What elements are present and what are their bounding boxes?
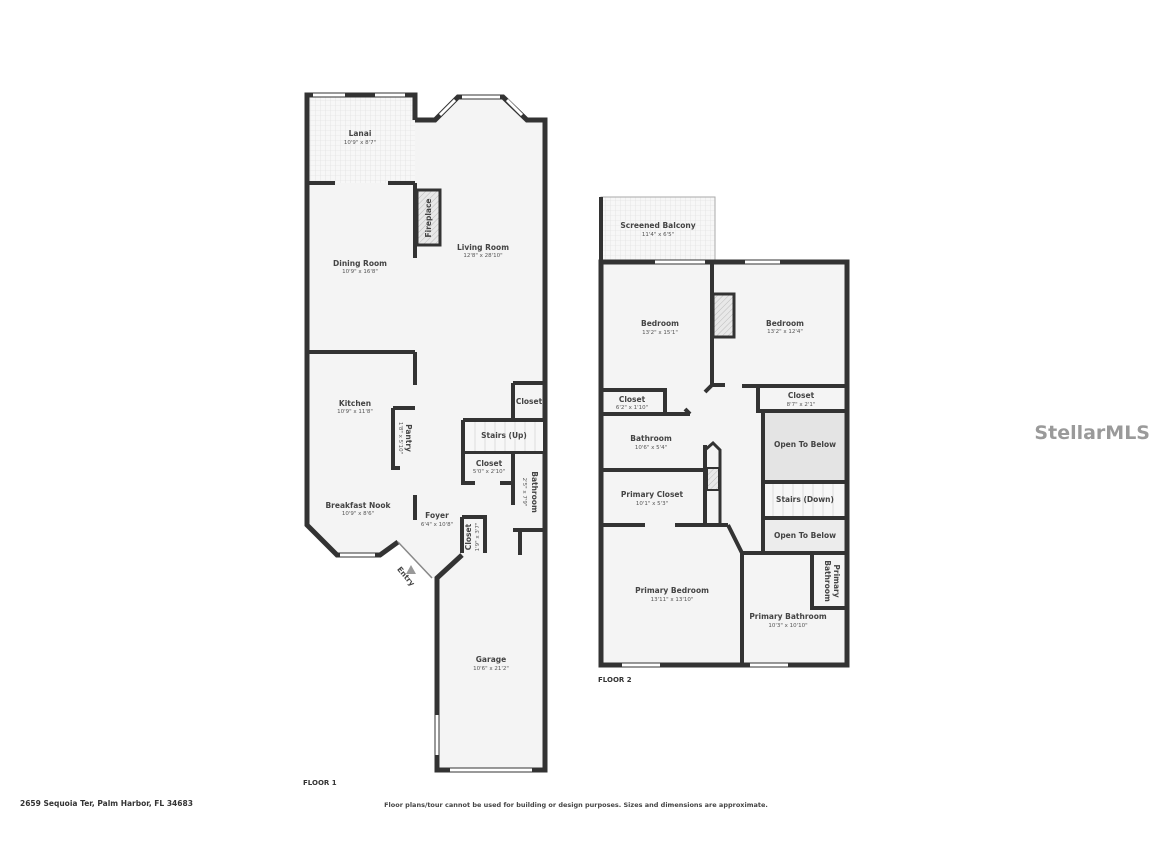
room-name: Stairs (Down) [776,495,834,504]
room-dims: 10'6" x 21'2" [473,666,509,672]
disclaimer: Floor plans/tour cannot be used for buil… [384,801,768,809]
room-dims: 6'2" x 1'10" [616,405,648,411]
room-name: Lanai [349,129,372,138]
floor-2: Screened Balcony 11'4" x 6'5" Bedroom 13… [598,196,850,684]
room-name: Closet [788,391,815,400]
floor-1-label: FLOOR 1 [303,779,337,787]
room-dims: 13'11" x 13'10" [651,597,694,603]
room-name: Living Room [457,243,509,252]
room-name: Closet [476,459,503,468]
entry-label: Entry [395,565,417,588]
room-name: Primary Closet [621,490,684,499]
floor-2-label: FLOOR 2 [598,676,632,684]
entry-door[interactable] [397,541,433,579]
room-dims: 6'4" x 10'8" [421,522,453,528]
room-name: Closet [464,523,473,550]
room-dims: 10'6" x 5'4" [635,445,667,451]
room-dims: 1'9" x 3'7" [475,523,481,552]
room-dims: 10'1" x 5'3" [636,501,668,507]
open-to-below [763,411,847,482]
room-name: Fireplace [424,198,433,237]
room-name: Garage [476,655,506,664]
room-dims: 11'4" x 6'5" [642,232,674,238]
entry-arrow-icon [406,565,416,574]
room-name: Primary Bedroom [635,586,709,595]
room-name: Dining Room [333,259,387,268]
room-dims: 10'3" x 10'10" [768,623,807,629]
fireplace [415,188,442,247]
wall [598,259,850,668]
room-name: Bedroom [766,319,804,328]
room-name: Pantry [404,424,413,452]
garage [437,555,545,770]
room-name: Bathroom [530,471,539,513]
room-name: Primary [832,564,841,597]
chimney [711,292,736,339]
room-name: Bathroom [823,560,832,602]
room-dims: 13'2" x 12'4" [767,329,803,335]
room-dims: 10'9" x 8'7" [344,140,376,146]
room-name: Open To Below [774,440,836,449]
room-dims: 10'9" x 16'8" [342,269,378,275]
room-dims: 5'0" x 2'10" [473,469,505,475]
address: 2659 Sequoia Ter, Palm Harbor, FL 34683 [20,799,193,808]
room-name: Stairs (Up) [481,431,527,440]
room-dims: 10'9" x 8'6" [342,511,374,517]
stairs-up[interactable] [465,422,543,451]
wall [460,381,545,555]
room-dims: 13'2" x 15'1" [642,330,678,336]
room-dims: 1'8" x 5'10" [397,422,403,454]
chase [706,467,720,491]
watermark: StellarMLS [1034,422,1150,444]
room-name: Open To Below [774,531,836,540]
room-name: Closet [619,395,646,404]
room-name: Closet [516,397,543,406]
lanai [307,95,415,183]
floor-1-interior [307,97,545,578]
room-name: Breakfast Nook [325,501,391,510]
room-name: Foyer [425,511,449,520]
wall [307,95,417,520]
room-name: Primary Bathroom [749,612,827,621]
floor-1: Lanai 10'9" x 8'7" Dining Room 10'9" x 1… [303,92,548,787]
room-name: Kitchen [339,399,371,408]
screened-balcony [601,197,715,262]
room-dims: 8'7" x 2'1" [787,402,816,408]
open-to-below [763,518,847,553]
room-name: Bathroom [630,434,672,443]
room-name: Bedroom [641,319,679,328]
room-dims: 12'8" x 28'10" [463,253,502,259]
room-dims: 10'9" x 11'8" [337,409,373,415]
room-dims: 2'5" x 7'9" [521,478,527,507]
room-name: Screened Balcony [620,221,695,230]
